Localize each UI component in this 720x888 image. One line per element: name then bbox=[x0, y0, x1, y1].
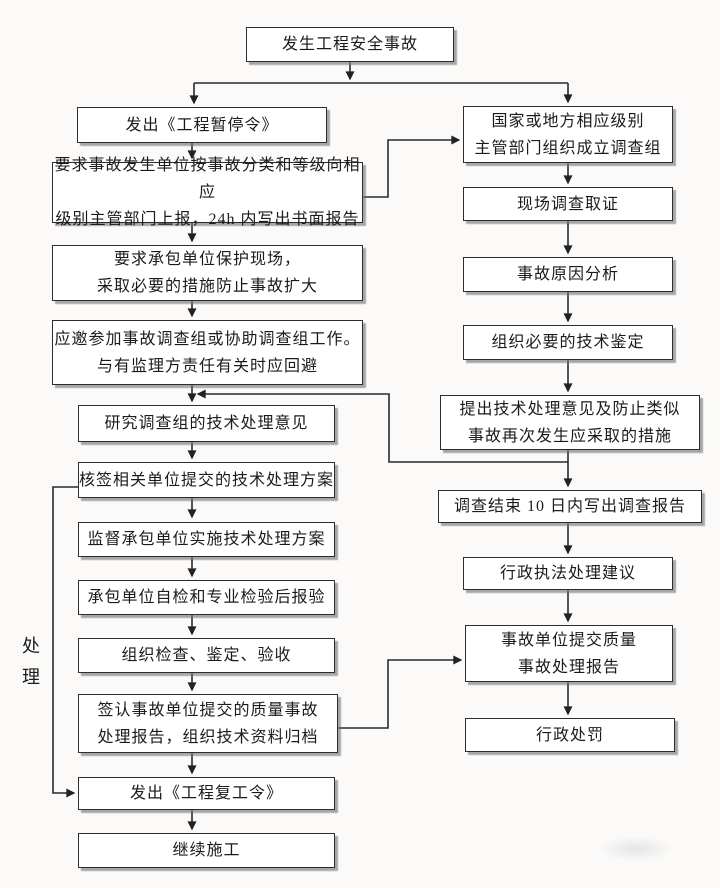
node-submit-accident-handling-report: 事故单位提交质量 事故处理报告 bbox=[465, 625, 673, 682]
node-report-within-24h: 要求事故发生单位按事故分类和等级向相应 级别主管部门上报，24h 内写出书面报告 bbox=[52, 157, 363, 228]
watermark-smudge bbox=[598, 836, 674, 862]
node-enforcement-suggestions: 行政执法处理建议 bbox=[463, 557, 673, 590]
node-propose-handling-measures: 提出技术处理意见及防止类似 事故再次发生应采取的措施 bbox=[440, 395, 700, 450]
node-issue-work-resumption-order: 发出《工程复工令》 bbox=[78, 777, 335, 810]
node-authority-forms-investigation-team: 国家或地方相应级别 主管部门组织成立调查组 bbox=[463, 106, 673, 163]
node-administrative-penalty: 行政处罚 bbox=[465, 718, 675, 752]
node-sign-report-archive-data: 签认事故单位提交的质量事故 处理报告，组织技术资料归档 bbox=[78, 694, 338, 753]
node-protect-site: 要求承包单位保护现场， 采取必要的措施防止事故扩大 bbox=[52, 245, 363, 301]
phase-label-handling: 处理 bbox=[20, 636, 40, 698]
node-continue-construction: 继续施工 bbox=[78, 833, 335, 868]
node-issue-work-suspension-order: 发出《工程暂停令》 bbox=[77, 107, 327, 143]
node-countersign-technical-plan: 核签相关单位提交的技术处理方案 bbox=[78, 462, 335, 498]
node-supervise-plan-implementation: 监督承包单位实施技术处理方案 bbox=[78, 522, 335, 557]
node-study-technical-opinions: 研究调查组的技术处理意见 bbox=[78, 405, 335, 442]
top-split-arrows bbox=[189, 62, 573, 105]
node-investigation-report-10-days: 调查结束 10 日内写出调查报告 bbox=[438, 490, 702, 523]
node-technical-appraisal: 组织必要的技术鉴定 bbox=[463, 325, 673, 360]
node-safety-accident-occurs: 发生工程安全事故 bbox=[246, 27, 454, 62]
node-accident-cause-analysis: 事故原因分析 bbox=[463, 257, 673, 292]
node-organize-inspection-acceptance: 组织检查、鉴定、验收 bbox=[78, 638, 335, 673]
node-site-investigation-evidence: 现场调查取证 bbox=[463, 187, 673, 221]
node-join-investigation-team: 应邀参加事故调查组或协助调查组工作。 与有监理方责任有关时应回避 bbox=[52, 320, 363, 385]
node-contractor-self-inspection: 承包单位自检和专业检验后报验 bbox=[78, 580, 335, 615]
cross-link-arrows bbox=[52, 135, 568, 798]
